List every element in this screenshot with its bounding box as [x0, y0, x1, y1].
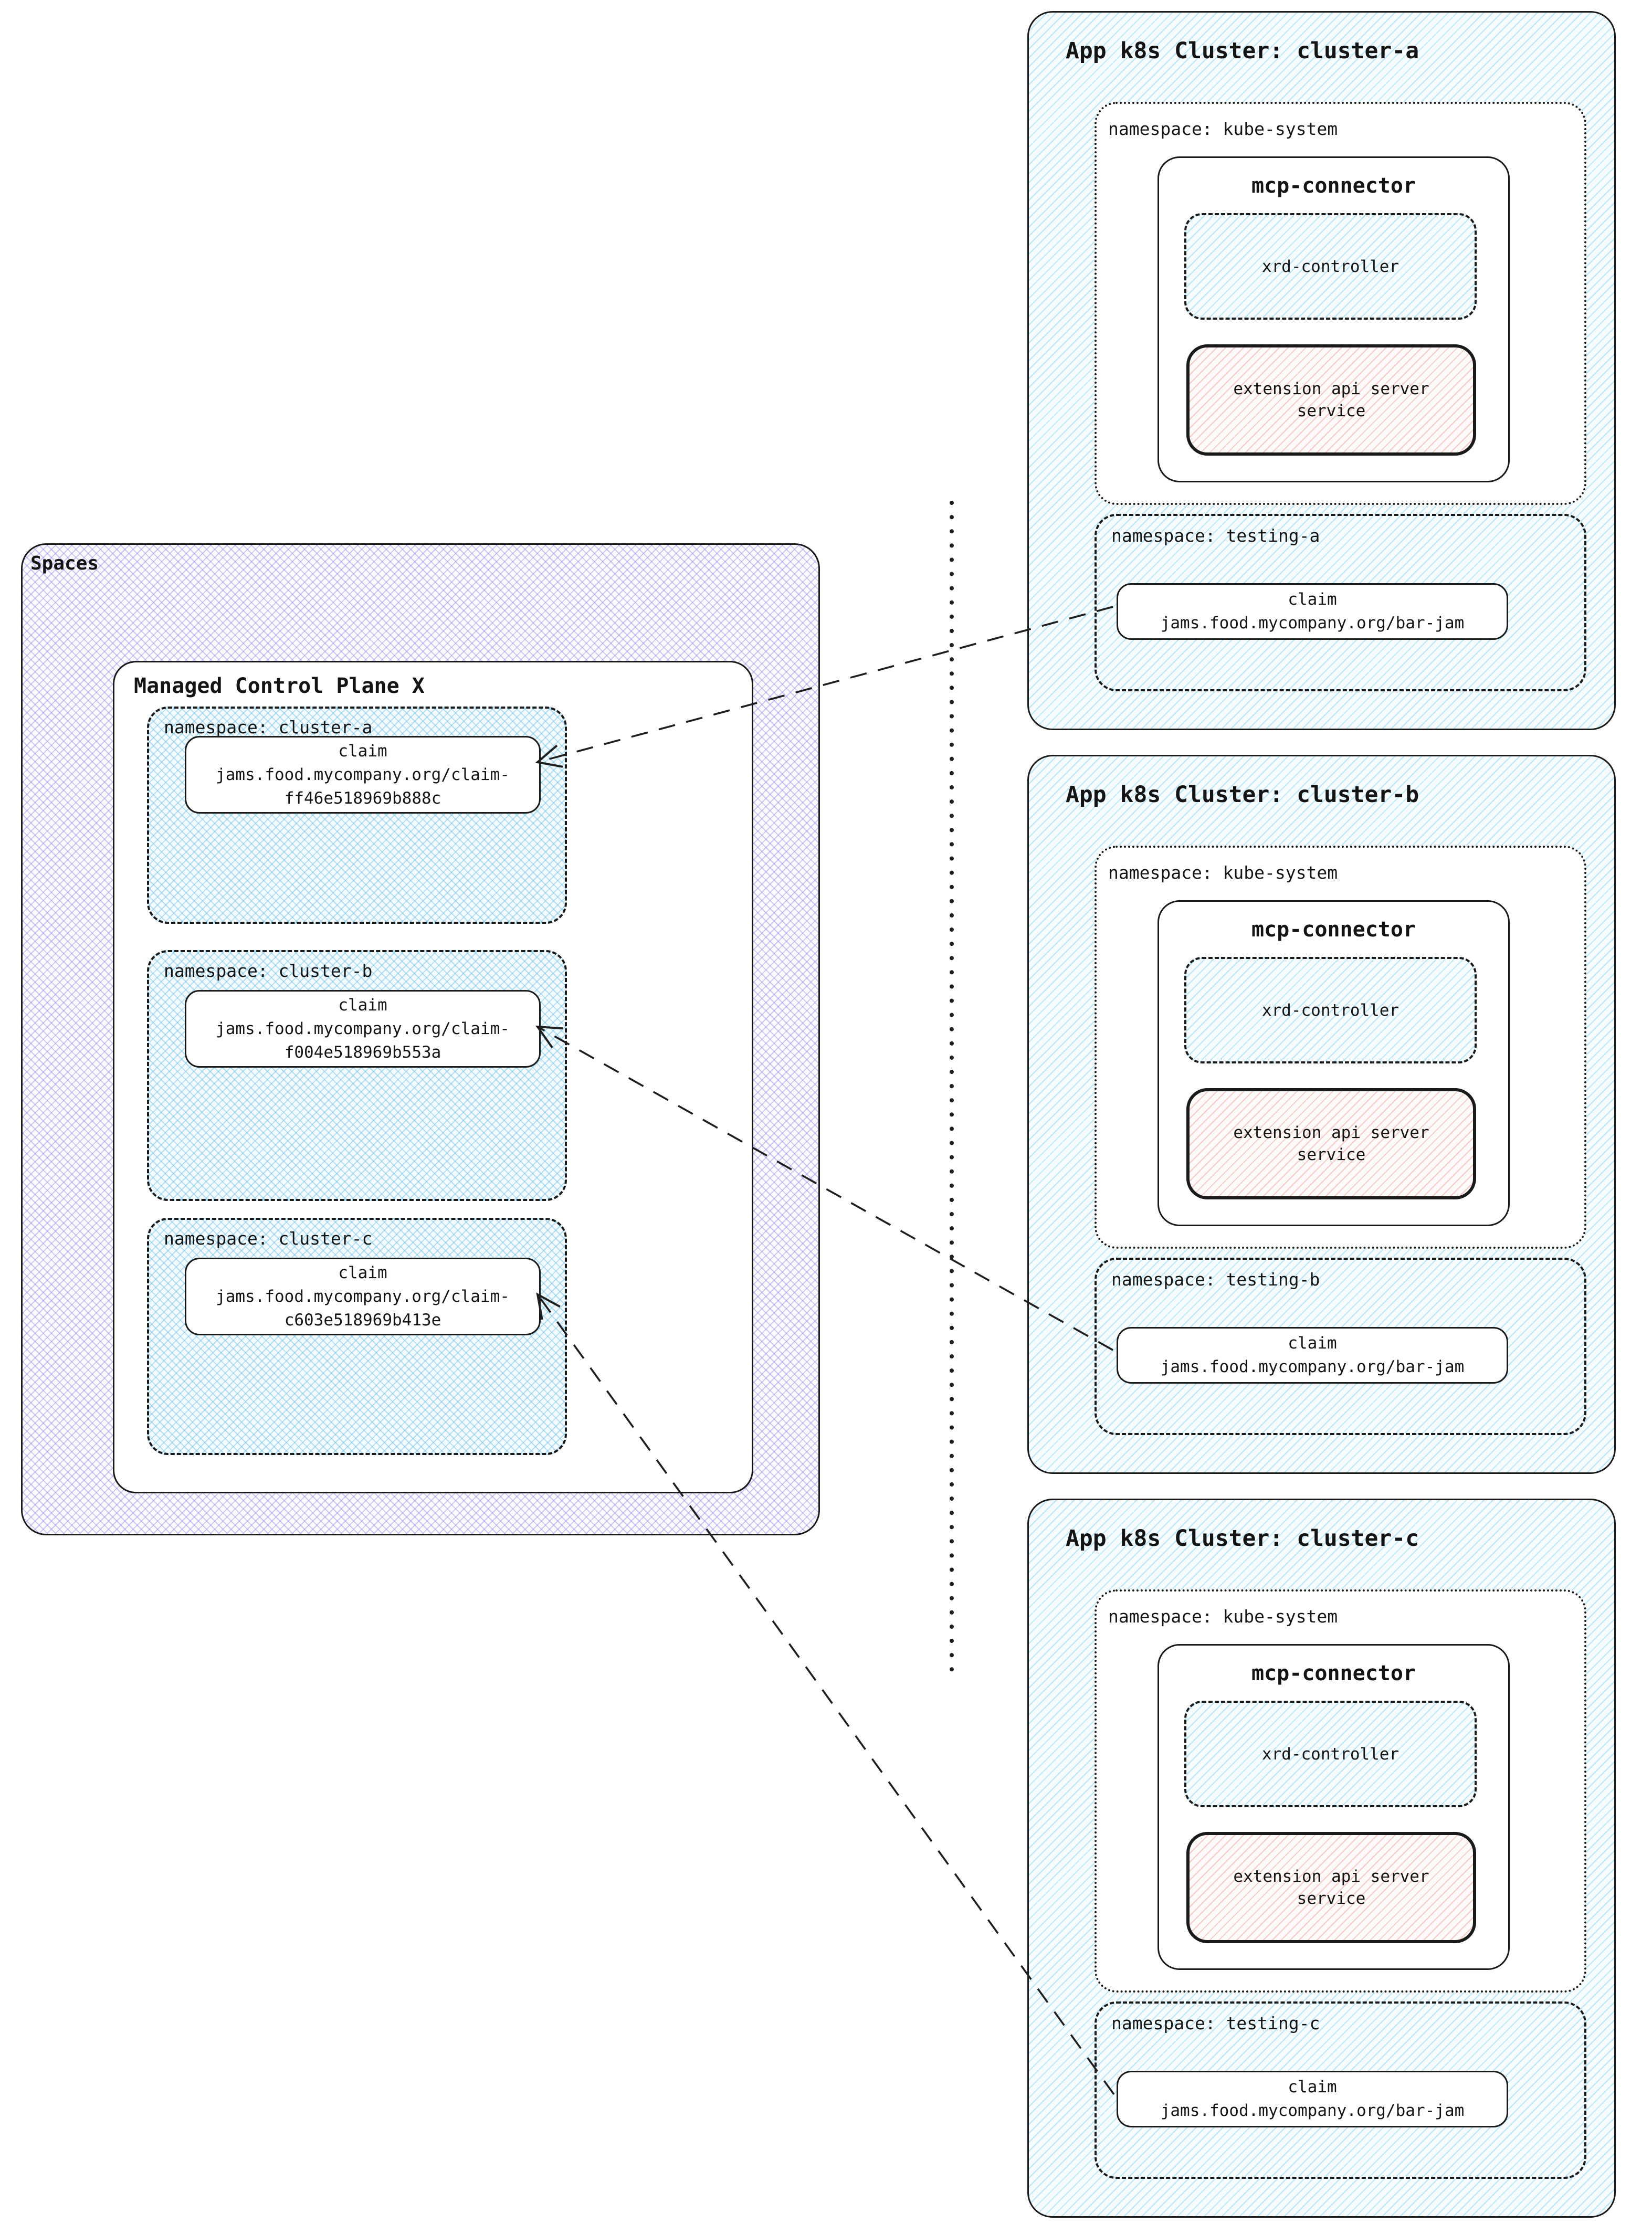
namespace-cluster-b-label: namespace: cluster-b	[164, 961, 373, 981]
claim-line: jams.food.mycompany.org/claim-	[216, 1287, 510, 1306]
claim-box-cluster-b: claim jams.food.mycompany.org/claim- f00…	[185, 990, 541, 1068]
xrd-controller-label: xrd-controller	[1261, 257, 1400, 276]
claim-line: claim	[338, 741, 387, 761]
claim-line: f004e518969b553a	[284, 1042, 441, 1062]
mcp-connector-box: mcp-connector xrd-controller extension a…	[1158, 1644, 1510, 1970]
xrd-controller-label: xrd-controller	[1261, 1744, 1400, 1764]
testing-b-namespace-label: namespace: testing-b	[1111, 1269, 1320, 1290]
claim-box-bar-jam-c: claim jams.food.mycompany.org/bar-jam	[1117, 2071, 1508, 2127]
claim-line: jams.food.mycompany.org/claim-	[216, 1019, 510, 1038]
xrd-controller-box: xrd-controller	[1184, 957, 1477, 1063]
extension-api-server-label-line: service	[1297, 402, 1366, 420]
extension-api-server-label-line: extension api server	[1233, 380, 1429, 398]
kube-system-namespace-label: namespace: kube-system	[1108, 862, 1338, 883]
app-cluster-b-title: App k8s Cluster: cluster-b	[1066, 782, 1419, 808]
app-cluster-c-box: App k8s Cluster: cluster-c namespace: ku…	[1027, 1499, 1616, 2218]
extension-api-server-box: extension api server service	[1186, 1832, 1476, 1943]
namespace-cluster-a-box: namespace: cluster-a claim jams.food.myc…	[147, 707, 567, 924]
mcp-connector-title: mcp-connector	[1251, 1661, 1416, 1685]
testing-c-namespace-label: namespace: testing-c	[1111, 2013, 1320, 2033]
extension-api-server-label-line: service	[1297, 1145, 1366, 1164]
app-cluster-b-box: App k8s Cluster: cluster-b namespace: ku…	[1027, 755, 1616, 1474]
mcp-connector-title: mcp-connector	[1251, 918, 1416, 942]
kube-system-namespace-box: namespace: kube-system mcp-connector xrd…	[1095, 846, 1586, 1249]
claim-line: ff46e518969b888c	[284, 788, 441, 808]
claim-line: c603e518969b413e	[284, 1310, 441, 1330]
claim-box-cluster-a: claim jams.food.mycompany.org/claim- ff4…	[185, 736, 541, 814]
kube-system-namespace-box: namespace: kube-system mcp-connector xrd…	[1095, 102, 1586, 505]
kube-system-namespace-label: namespace: kube-system	[1108, 119, 1338, 139]
xrd-controller-box: xrd-controller	[1184, 213, 1477, 320]
claim-line: claim	[1288, 1334, 1337, 1353]
app-cluster-a-box: App k8s Cluster: cluster-a namespace: ku…	[1027, 11, 1616, 730]
mcp-connector-title: mcp-connector	[1251, 174, 1416, 198]
extension-api-server-label-line: service	[1297, 1889, 1366, 1908]
kube-system-namespace-box: namespace: kube-system mcp-connector xrd…	[1095, 1589, 1586, 1993]
claim-line: claim	[1288, 2078, 1337, 2096]
app-cluster-a-title: App k8s Cluster: cluster-a	[1066, 38, 1419, 64]
extension-api-server-label-line: extension api server	[1233, 1867, 1429, 1886]
spaces-title: Spaces	[30, 553, 99, 574]
extension-api-server-box: extension api server service	[1186, 344, 1476, 456]
extension-api-server-box: extension api server service	[1186, 1088, 1476, 1199]
extension-api-server-label-line: extension api server	[1233, 1123, 1429, 1142]
xrd-controller-label: xrd-controller	[1261, 1000, 1400, 1020]
mcp-connector-box: mcp-connector xrd-controller extension a…	[1158, 156, 1510, 482]
app-cluster-c-title: App k8s Cluster: cluster-c	[1066, 1525, 1419, 1552]
namespace-cluster-c-label: namespace: cluster-c	[164, 1228, 373, 1249]
namespace-cluster-c-box: namespace: cluster-c claim jams.food.myc…	[147, 1218, 567, 1455]
claim-line: claim	[1288, 590, 1337, 609]
testing-b-namespace-box: namespace: testing-b claim jams.food.myc…	[1095, 1258, 1586, 1435]
claim-box-bar-jam-b: claim jams.food.mycompany.org/bar-jam	[1117, 1327, 1508, 1384]
testing-a-namespace-label: namespace: testing-a	[1111, 525, 1320, 546]
namespace-cluster-b-box: namespace: cluster-b claim jams.food.myc…	[147, 950, 567, 1201]
claim-line: jams.food.mycompany.org/bar-jam	[1160, 614, 1465, 633]
mcp-connector-box: mcp-connector xrd-controller extension a…	[1158, 900, 1510, 1226]
claim-line: claim	[338, 1263, 387, 1282]
kube-system-namespace-label: namespace: kube-system	[1108, 1606, 1338, 1627]
testing-c-namespace-box: namespace: testing-c claim jams.food.myc…	[1095, 2001, 1586, 2179]
namespace-cluster-a-label: namespace: cluster-a	[164, 717, 373, 737]
claim-box-cluster-c: claim jams.food.mycompany.org/claim- c60…	[185, 1258, 541, 1335]
claim-box-bar-jam-a: claim jams.food.mycompany.org/bar-jam	[1117, 583, 1508, 640]
managed-control-plane-title: Managed Control Plane X	[134, 674, 425, 698]
claim-line: claim	[338, 995, 387, 1015]
testing-a-namespace-box: namespace: testing-a claim jams.food.myc…	[1095, 514, 1586, 691]
xrd-controller-box: xrd-controller	[1184, 1701, 1477, 1807]
claim-line: jams.food.mycompany.org/bar-jam	[1160, 2101, 1465, 2120]
claim-line: jams.food.mycompany.org/bar-jam	[1160, 1357, 1465, 1376]
claim-line: jams.food.mycompany.org/claim-	[216, 765, 510, 784]
